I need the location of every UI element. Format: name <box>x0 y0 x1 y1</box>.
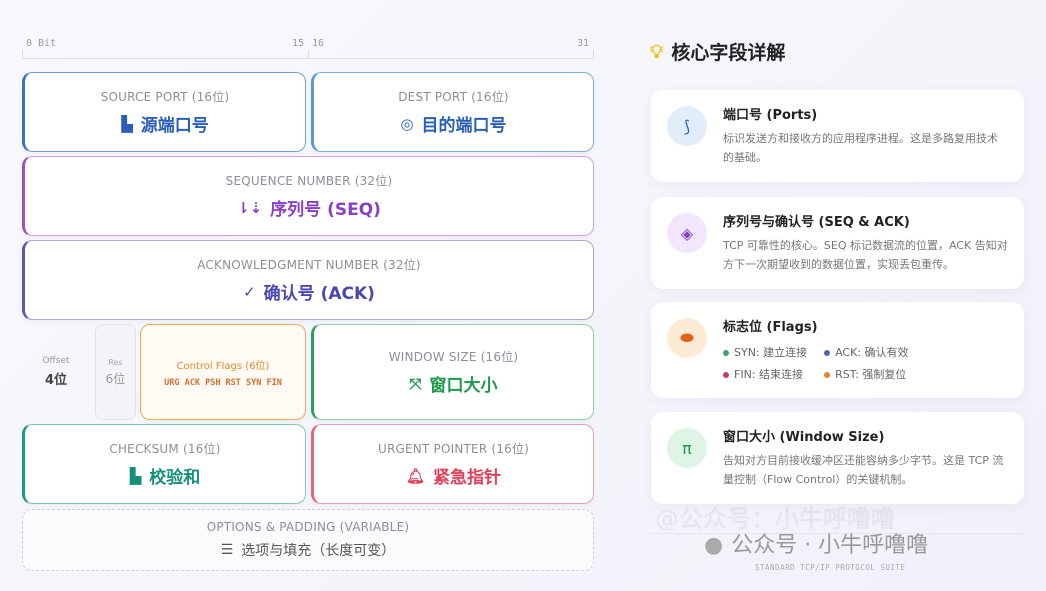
field-label: WINDOW SIZE (16位) <box>388 350 519 364</box>
card-title: 标志位 (Flags) <box>723 320 818 335</box>
field-name: 目的端口号 <box>421 116 507 136</box>
field-label: CHECKSUM (16位) <box>109 442 221 456</box>
door-icon: ▙ <box>121 114 133 133</box>
lightbulb-icon: 💡︎ <box>650 40 664 63</box>
card-window-size: π 窗口大小 (Window Size) 告知对方目前接收缓冲区还能容纳多少字节… <box>651 412 1024 504</box>
field-label: DEST PORT (16位) <box>398 90 509 104</box>
panel-title-text: 核心字段详解 <box>671 42 786 64</box>
flag-ack: ACK: 确认有效 <box>824 343 920 363</box>
expand-icon: ⤧ <box>409 374 422 393</box>
field-control-flags[interactable]: Control Flags (6位) URG ACK PSH RST SYN F… <box>140 324 306 420</box>
field-name: 确认号 (ACK) <box>263 284 375 304</box>
flag-syn: SYN: 建立连接 <box>723 343 819 363</box>
panel-title: 💡︎ 核心字段详解 <box>650 38 785 65</box>
field-label: SOURCE PORT (16位) <box>100 90 230 104</box>
card-title: 端口号 (Ports) <box>723 108 818 123</box>
ruler-tick <box>22 50 23 59</box>
field-name: 校验和 <box>149 468 201 488</box>
card-title: 窗口大小 (Window Size) <box>723 430 885 445</box>
field-value: 6位 <box>105 371 126 386</box>
double-check-icon: ✓ <box>243 282 256 301</box>
watermark: @公众号：小牛呼噜噜 <box>655 505 895 533</box>
field-window-size[interactable]: WINDOW SIZE (16位) ⤧ 窗口大小 <box>311 324 594 420</box>
wechat-icon: ● <box>704 533 724 558</box>
field-dest-port[interactable]: DEST PORT (16位) ◎ 目的端口号 <box>311 72 594 152</box>
ruler-end: 31 <box>577 38 590 49</box>
field-label: Res <box>108 357 123 367</box>
field-label: URGENT POINTER (16位) <box>377 442 530 456</box>
route-icon: ⟆ <box>667 106 707 146</box>
flag-fin: FIN: 结束连接 <box>723 365 819 385</box>
field-value: 4位 <box>44 373 68 388</box>
ruler-16: 16 <box>312 38 325 49</box>
flag-rst: RST: 强制复位 <box>824 365 920 385</box>
field-reserved[interactable]: Res 6位 <box>95 324 136 420</box>
ruler-start: 0 Bit <box>26 38 57 49</box>
field-label: OPTIONS & PADDING (VARIABLE) <box>206 520 410 534</box>
field-label: Offset <box>42 356 70 366</box>
card-text: TCP 可靠性的核心。SEQ 标记数据流的位置，ACK 告知对方下一次期望收到的… <box>723 239 1008 271</box>
field-checksum[interactable]: CHECKSUM (16位) ▙ 校验和 <box>22 424 306 504</box>
field-name: 源端口号 <box>140 116 209 136</box>
field-source-port[interactable]: SOURCE PORT (16位) ▙ 源端口号 <box>22 72 306 152</box>
field-options[interactable]: OPTIONS & PADDING (VARIABLE) ☰ 选项与填充（长度可变… <box>22 509 594 571</box>
field-name: 选项与填充（长度可变） <box>241 543 396 559</box>
footer-subtitle: STANDARD TCP/IP PROTOCOL SUITE <box>755 563 906 572</box>
field-offset[interactable]: Offset 4位 <box>22 324 90 420</box>
field-name: 紧急指针 <box>433 468 502 488</box>
card-text: 标识发送方和接收方的应用程序进程。这是多路复用技术的基础。 <box>723 132 998 164</box>
footer-brand: ● 公众号 · 小牛呼噜噜 <box>704 534 928 558</box>
ruler-tick <box>593 50 594 59</box>
field-label: Control Flags (6位) <box>176 360 270 372</box>
bridge-icon: π <box>667 428 707 468</box>
target-icon: ◎ <box>400 114 414 133</box>
field-name: 窗口大小 <box>429 376 498 396</box>
field-label: ACKNOWLEDGMENT NUMBER (32位) <box>197 258 421 272</box>
card-title: 序列号与确认号 (SEQ & ACK) <box>723 215 910 230</box>
field-sequence-number[interactable]: SEQUENCE NUMBER (32位) ⇂⇣ 序列号 (SEQ) <box>22 156 594 236</box>
toggle-icon: ⬬ <box>667 318 707 358</box>
card-seq-ack: ◈ 序列号与确认号 (SEQ & ACK) TCP 可靠性的核心。SEQ 标记数… <box>651 197 1024 289</box>
brand-text: 公众号 · 小牛呼噜噜 <box>731 533 929 558</box>
flags-list: URG ACK PSH RST SYN FIN <box>164 377 282 388</box>
layers-icon: ◈ <box>667 213 707 253</box>
file-shield-icon: ▙ <box>129 466 142 485</box>
sort-icon: ⇂⇣ <box>237 198 263 217</box>
card-flags: ⬬ 标志位 (Flags) SYN: 建立连接 ACK: 确认有效 FIN: 结… <box>651 302 1024 398</box>
field-name: 序列号 (SEQ) <box>270 200 381 220</box>
card-ports: ⟆ 端口号 (Ports) 标识发送方和接收方的应用程序进程。这是多路复用技术的… <box>651 90 1024 182</box>
divider <box>651 533 1024 534</box>
field-ack-number[interactable]: ACKNOWLEDGMENT NUMBER (32位) ✓ 确认号 (ACK) <box>22 240 594 320</box>
field-urgent-pointer[interactable]: URGENT POINTER (16位) 🔔︎ 紧急指针 <box>311 424 594 504</box>
field-label: SEQUENCE NUMBER (32位) <box>225 174 393 188</box>
bell-icon: 🔔︎ <box>405 466 426 485</box>
ruler-tick <box>308 50 309 59</box>
card-text: 告知对方目前接收缓冲区还能容纳多少字节。这是 TCP 流量控制（Flow Con… <box>723 454 1004 486</box>
sliders-icon: ☰ <box>220 542 234 558</box>
ruler-15: 15 <box>292 38 305 49</box>
